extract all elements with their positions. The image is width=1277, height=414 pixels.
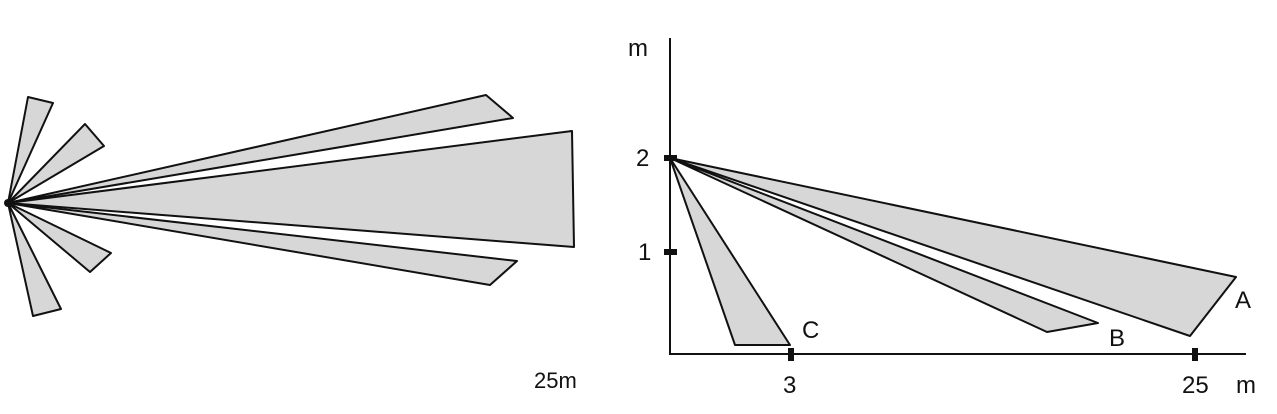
side-zone-a [669, 157, 1237, 337]
top-zone-upper-narrow [7, 96, 54, 204]
y-tick-label-1: 1 [638, 239, 651, 266]
top-zone-lower-long [7, 202, 518, 286]
y-tick-label-2: 2 [636, 145, 649, 172]
zone-label-c: C [802, 317, 819, 344]
x-tick-label-25: 25 [1182, 372, 1209, 399]
side-zone-c [669, 157, 791, 346]
sensor-origin-marker [4, 199, 12, 207]
top-view-range-label: 25m [534, 368, 577, 393]
side-view-diagram: m 2 1 3 25 m A B C [628, 35, 1256, 399]
top-zone-upper-long [7, 94, 514, 204]
top-zone-lower-narrow [7, 202, 62, 317]
x-axis-unit-label: m [1236, 372, 1256, 399]
top-view-diagram: 25m [4, 94, 577, 393]
y-axis-unit-label: m [628, 35, 648, 62]
top-zone-lower-short [7, 202, 112, 273]
top-zone-center-wide [7, 130, 575, 248]
zone-label-a: A [1235, 287, 1251, 314]
top-zone-upper-short [7, 123, 105, 204]
x-tick-label-3: 3 [783, 372, 796, 399]
zone-label-b: B [1109, 325, 1125, 352]
side-zone-b [669, 157, 1099, 333]
